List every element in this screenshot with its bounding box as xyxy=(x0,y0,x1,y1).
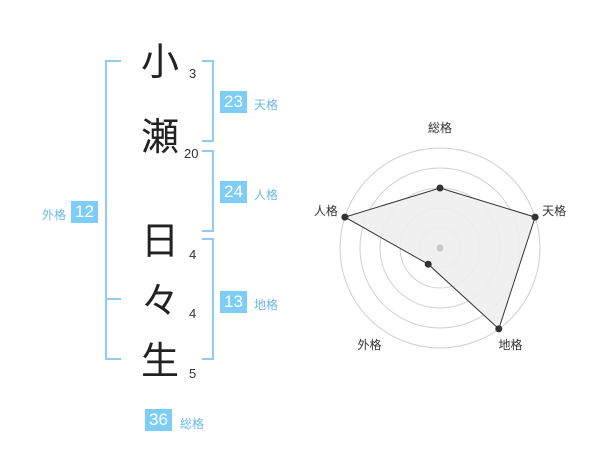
name-char-3: 日 xyxy=(141,219,180,263)
tenkaku-badge: 23 xyxy=(220,91,247,113)
chikaku-bracket xyxy=(202,238,214,360)
chikaku-badge: 13 xyxy=(220,291,247,313)
stroke-count-3: 4 xyxy=(189,247,197,262)
jinkaku-label: 人格 xyxy=(254,188,279,202)
tenkaku-label: 天格 xyxy=(254,98,279,112)
tenkaku-bracket xyxy=(202,60,214,142)
stroke-count-1: 3 xyxy=(189,66,197,81)
radar-area xyxy=(343,187,536,330)
name-char-4: 々 xyxy=(141,279,180,323)
radar-point-1 xyxy=(436,184,444,192)
gaikaku-label: 外格 xyxy=(42,208,67,222)
radar-axis-label-1: 総格 xyxy=(428,120,452,135)
radar-axis-label-4: 外格 xyxy=(357,337,381,352)
radar-axis-label-3: 地格 xyxy=(498,337,522,352)
radar-point-5 xyxy=(341,213,349,221)
radar-point-4 xyxy=(424,260,432,268)
stroke-count-5: 5 xyxy=(189,366,197,381)
radar-axis-label-5: 人格 xyxy=(314,203,338,218)
radar-point-3 xyxy=(495,325,503,333)
soukaku-badge: 36 xyxy=(145,409,172,431)
radar-axis-label-2: 天格 xyxy=(542,203,566,218)
radar-center-dot xyxy=(436,244,444,252)
jinkaku-bracket xyxy=(202,150,214,232)
stroke-count-4: 4 xyxy=(189,306,197,321)
name-char-1: 小 xyxy=(141,40,180,84)
radar-grid-ring-5 xyxy=(339,147,541,349)
radar-point-2 xyxy=(531,213,539,221)
soukaku-label: 総格 xyxy=(180,417,205,431)
gaikaku-bracket-mid-tick xyxy=(105,298,121,300)
name-char-2: 瀬 xyxy=(141,115,180,159)
jinkaku-badge: 24 xyxy=(220,181,247,203)
gaikaku-badge: 12 xyxy=(71,201,98,223)
gaikaku-bracket xyxy=(105,60,121,360)
chikaku-label: 地格 xyxy=(254,298,279,312)
stroke-count-2: 20 xyxy=(184,146,199,161)
name-char-5: 生 xyxy=(141,339,180,383)
